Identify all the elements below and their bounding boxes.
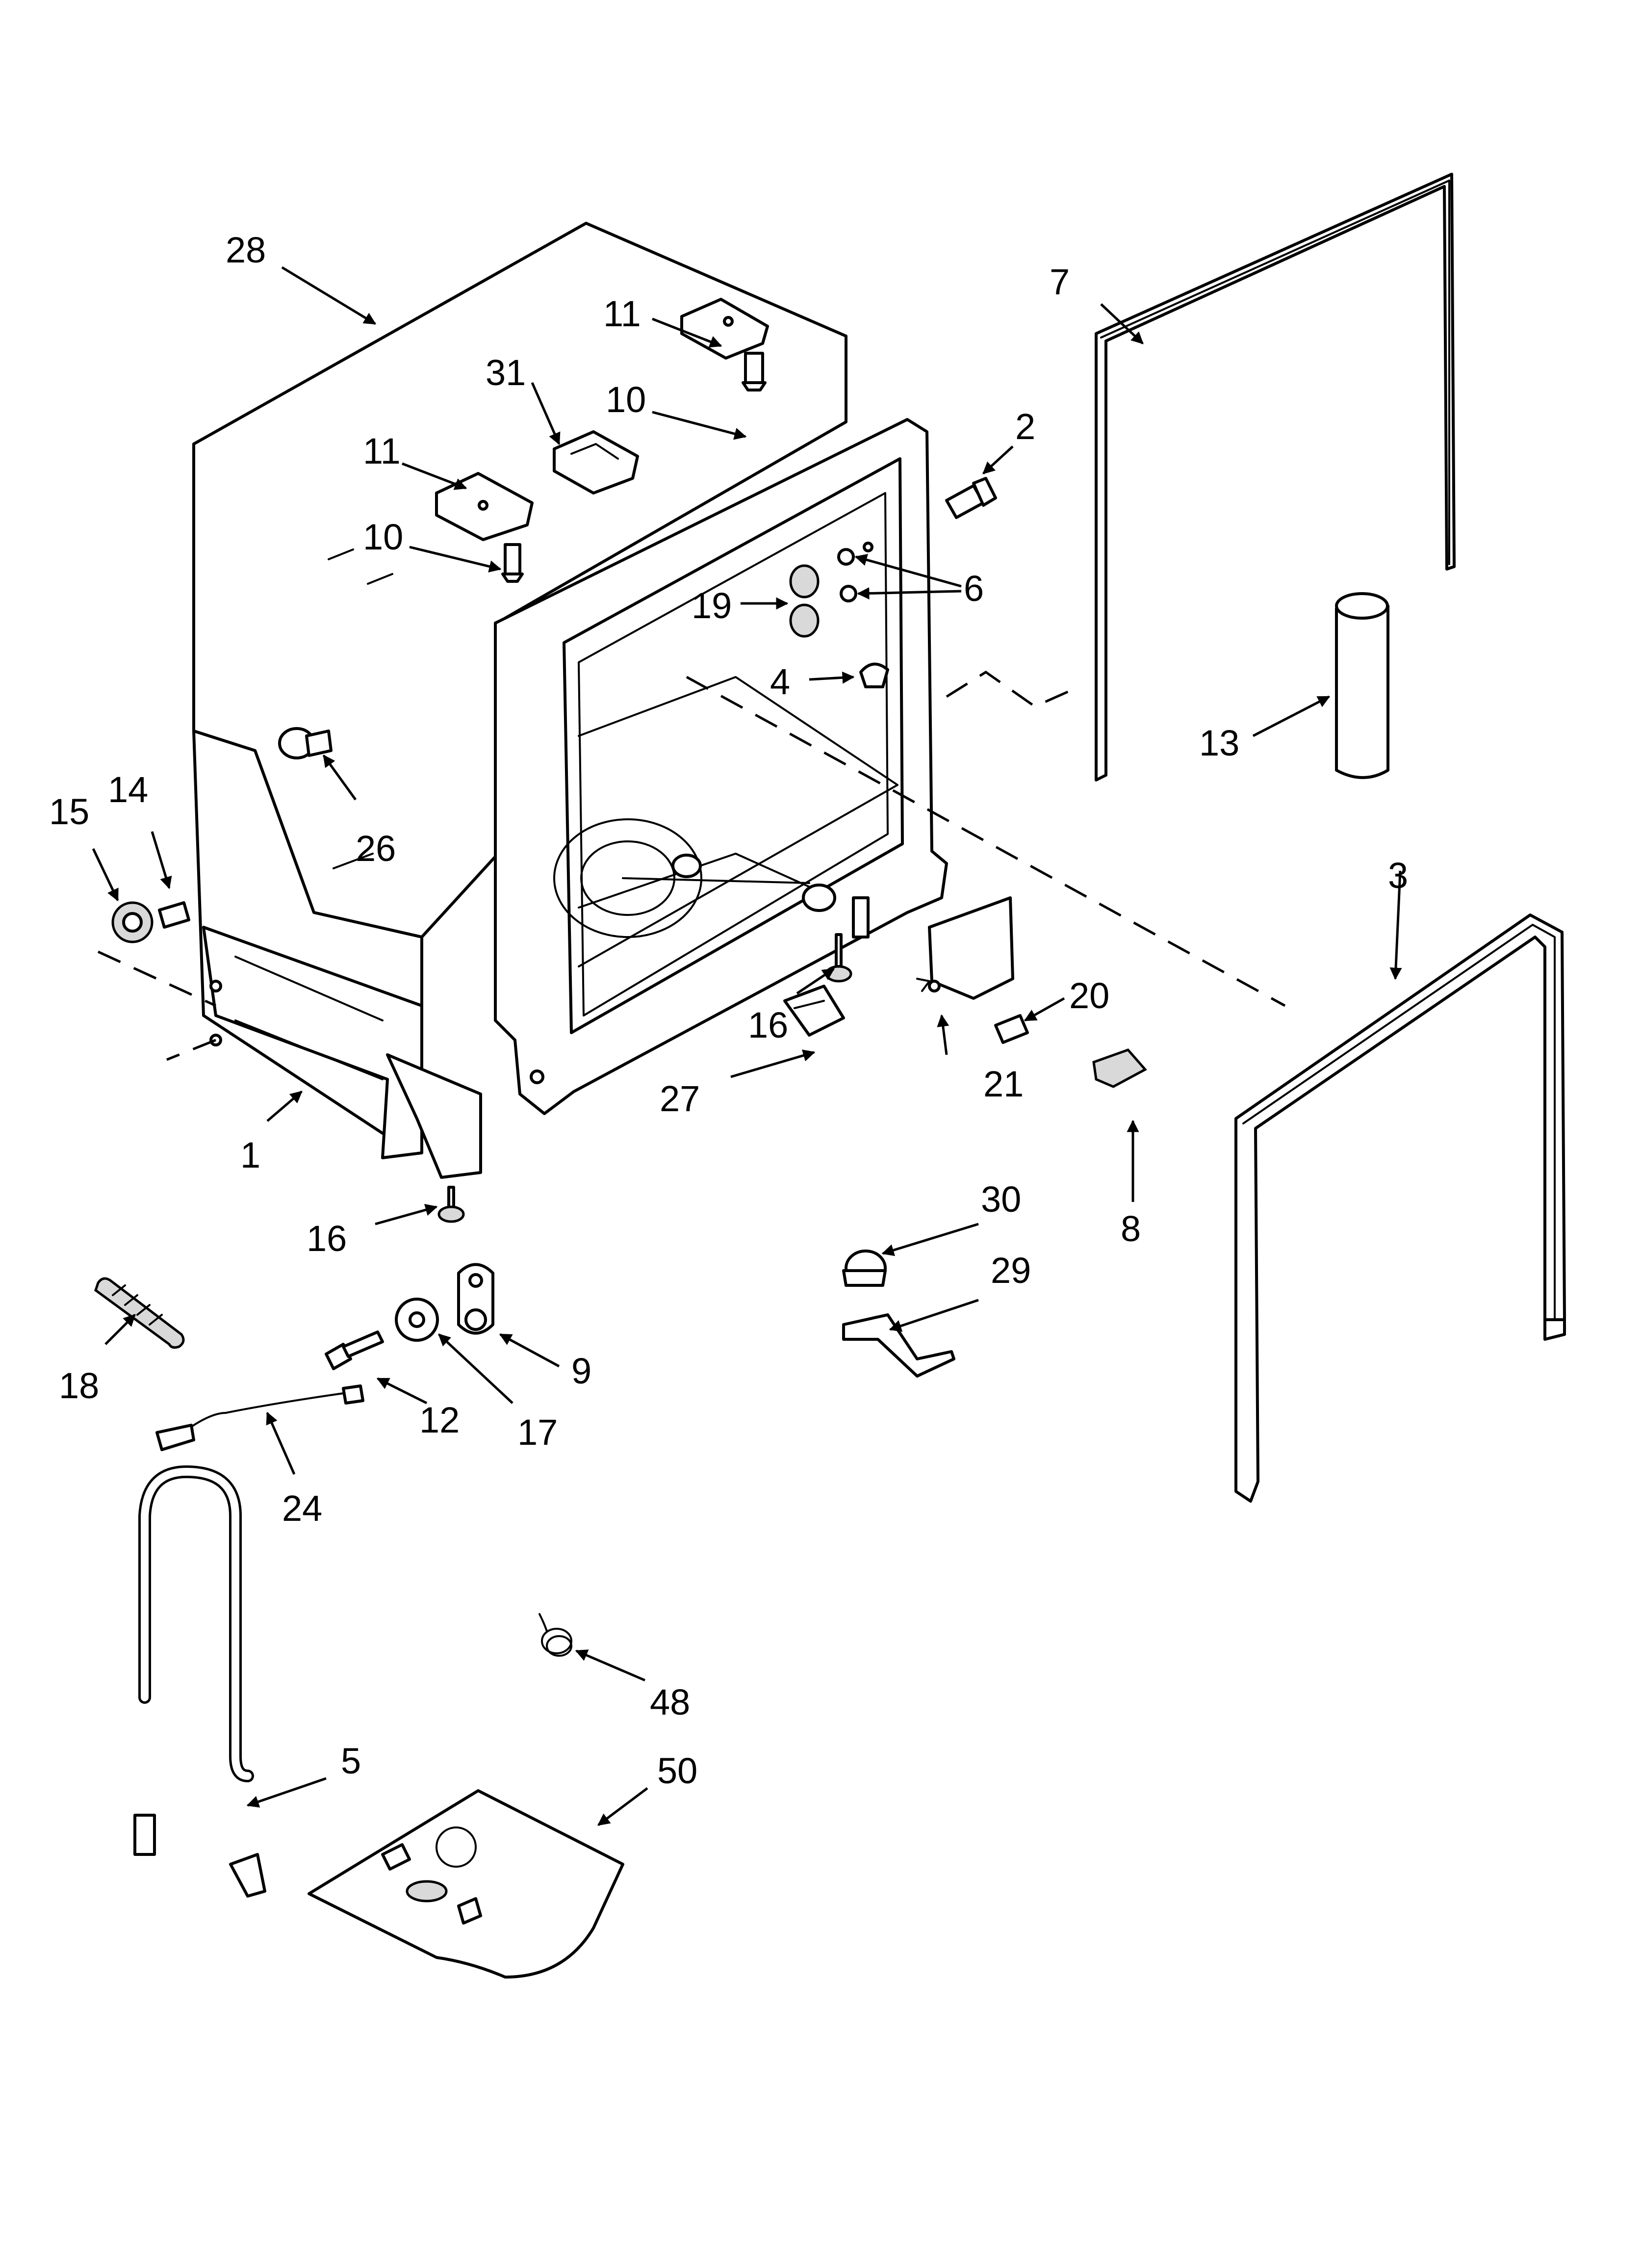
plug-4: [859, 662, 889, 688]
tub-seal-3: [1234, 913, 1566, 1503]
callout-19: 19: [692, 585, 732, 626]
bolt-12: [325, 1330, 384, 1370]
cap-30: [842, 1250, 887, 1287]
callout-48: 48: [650, 1682, 690, 1722]
bracket-21: [916, 896, 1014, 1000]
spring-18: [94, 1277, 185, 1349]
wheels-19: [789, 542, 873, 638]
callout-11-lower: 11: [363, 431, 401, 471]
clip-8: [1092, 1048, 1147, 1088]
foot-16-lower: [437, 1186, 465, 1223]
callout-20: 20: [1069, 975, 1109, 1016]
hose-5: [133, 1465, 266, 1898]
guide-line-left-lower: [166, 1039, 216, 1061]
callout-27: 27: [660, 1078, 700, 1119]
wire-24: [155, 1384, 364, 1451]
callout-1: 1: [240, 1135, 260, 1175]
callout-13: 13: [1199, 723, 1239, 763]
callout-7: 7: [1050, 261, 1070, 302]
callout-16-lower: 16: [307, 1218, 347, 1259]
guide-line-seal: [946, 671, 1080, 708]
guide-line-left: [97, 950, 217, 1007]
drain-tube-13: [1335, 592, 1389, 779]
callout-28: 28: [226, 230, 266, 270]
clamp-48: [539, 1613, 572, 1657]
callout-3: 3: [1388, 855, 1408, 896]
callout-5: 5: [341, 1741, 361, 1781]
guide-line-center: [686, 676, 1286, 1007]
callout-10-lower: 10: [363, 517, 403, 557]
callout-14: 14: [108, 769, 148, 810]
callout-24: 24: [282, 1488, 322, 1529]
clip-31: [553, 430, 639, 495]
callout-29: 29: [991, 1250, 1031, 1291]
screw-2: [945, 477, 997, 519]
callout-16-upper: 16: [748, 1005, 788, 1045]
callout-10-upper: 10: [606, 379, 646, 420]
parts-bag-50: [308, 1789, 624, 1979]
callout-26: 26: [356, 828, 396, 869]
leader-lines: [92, 266, 1402, 1826]
callout-labels: 28 7 11 31 10 2 11 10 19 6 4 13 26 14 15…: [49, 230, 1408, 1791]
mounting-bracket-upper: [680, 298, 769, 391]
callout-50: 50: [657, 1750, 697, 1791]
callout-4: 4: [770, 661, 790, 702]
callout-2: 2: [1015, 406, 1035, 447]
callout-12: 12: [419, 1400, 460, 1440]
mounting-bracket-lower: [435, 472, 534, 583]
leveling-foot-15: [111, 901, 154, 943]
callout-9: 9: [571, 1351, 591, 1391]
callout-8: 8: [1121, 1208, 1141, 1249]
callout-31: 31: [486, 352, 526, 393]
callout-21: 21: [983, 1064, 1024, 1104]
callout-6: 6: [964, 568, 984, 609]
callout-18: 18: [59, 1365, 99, 1406]
callout-11-upper: 11: [603, 293, 641, 334]
washer-17: [395, 1298, 439, 1342]
callout-15: 15: [49, 791, 89, 832]
callout-30: 30: [981, 1179, 1021, 1220]
screw-20: [994, 1014, 1029, 1044]
callout-17: 17: [517, 1412, 558, 1453]
door-gasket-7: [1095, 173, 1456, 782]
screw-14: [158, 901, 190, 929]
clip-27: [783, 985, 845, 1037]
bracket-9: [457, 1263, 494, 1335]
bracket-29: [842, 1313, 955, 1378]
tub-assembly: [192, 222, 948, 1179]
plug-26: [278, 727, 333, 759]
